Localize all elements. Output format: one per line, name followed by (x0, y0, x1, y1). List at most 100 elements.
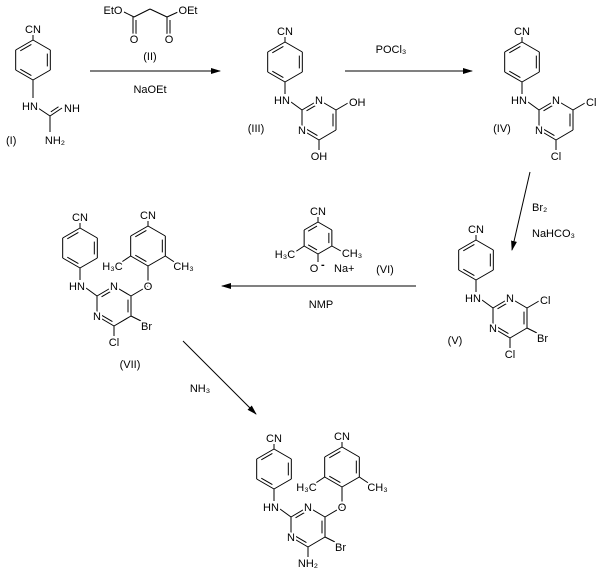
ether-bond (130, 285, 149, 297)
methyl-bond (359, 476, 369, 484)
pyrimidine-ring (555, 129, 574, 141)
nitrile-label: CN (468, 224, 484, 236)
methyl-bond (121, 255, 131, 263)
dimethylphenyl-ring (324, 446, 343, 458)
cyanophenyl-ring (256, 448, 275, 460)
cyanophenyl-ring (284, 71, 303, 83)
methyl-bond (294, 245, 305, 253)
amine-nh-label: HN (274, 95, 290, 107)
pyrimidine-n1-label: N (489, 323, 497, 335)
cyanophenyl-ring (267, 41, 286, 53)
reagent-nmp: NMP (309, 299, 333, 311)
dimethylphenoxide-ring-inner (307, 244, 318, 251)
bonds (15, 8, 586, 557)
dimethylphenoxide-ring (317, 221, 333, 231)
cyanophenyl-ring (79, 257, 98, 269)
amine-nh2-label: NH₂ (45, 135, 65, 147)
compound-label-VII: (VII) (120, 359, 141, 371)
nitrile-label: CN (140, 210, 156, 222)
amine-bond (527, 101, 540, 111)
pyrimidine-ring (307, 506, 326, 518)
methyl-label: CH₃ (367, 482, 387, 494)
c5-substituent-label: Br (335, 542, 346, 554)
cyanophenyl-ring (458, 239, 477, 251)
substituent-bond (335, 102, 349, 111)
amine-bond (279, 508, 292, 518)
nitrile-label: CN (25, 24, 41, 36)
phenoxide-o-label: O (310, 263, 319, 275)
pyrimidine-ring-inner (306, 128, 318, 137)
cyanophenyl-ring (79, 227, 98, 239)
pyrimidine-ring-inner (306, 103, 318, 112)
pyrimidine-n1-label: N (93, 311, 101, 323)
bond (149, 8, 168, 18)
cyanophenyl-ring (284, 41, 303, 53)
compound-label-V: (V) (448, 335, 463, 347)
amine-bond (85, 287, 98, 297)
pyrimidine-ring (555, 99, 574, 111)
cyanophenyl-ring (475, 269, 494, 281)
guanidine-bond (37, 107, 51, 117)
methyl-label: H₃C (102, 261, 122, 273)
nitrile-label: CN (514, 26, 530, 38)
pyrimidine-ring-inner (497, 301, 509, 310)
pyrimidine-ring (113, 285, 132, 297)
imine-bond (49, 107, 63, 117)
dimethylphenyl-ring (147, 255, 166, 267)
dimethylphenyl-ring (130, 225, 149, 237)
cyanophenyl-ring (521, 71, 540, 83)
pyrimidine-n1-label: N (287, 532, 295, 544)
c5-substituent-label: Br (537, 333, 548, 345)
cyanophenyl-ring-inner (261, 477, 273, 486)
c6-substituent-label: Cl (505, 349, 515, 361)
pyrimidine-ring (509, 327, 528, 339)
pyrimidine-n1-label: N (535, 125, 543, 137)
cyanophenyl-ring (458, 269, 477, 281)
compound-label-IV: (IV) (493, 123, 511, 135)
carbonyl-o-label: O (165, 34, 174, 46)
nitrile-label: CN (310, 206, 326, 218)
cyanophenyl-ring (267, 71, 286, 83)
ether-oxygen-label: O (144, 281, 153, 293)
cyanophenyl-ring (256, 478, 275, 490)
cyanophenyl-ring-inner (20, 43, 32, 52)
reagent-br2: Br₂ (532, 202, 547, 214)
substituent-bond (130, 315, 142, 322)
c6-substituent-label: NH₂ (298, 558, 318, 570)
dimethylphenyl-ring (130, 255, 149, 267)
substituent-bond (526, 327, 538, 334)
cyanophenyl-ring-inner (463, 243, 475, 252)
c6-substituent-label: Cl (109, 337, 119, 349)
nitrile-label: CN (334, 431, 350, 443)
reagent-nh3: NH₃ (190, 383, 210, 395)
c6-substituent-label: Cl (551, 151, 561, 163)
reagent-pocl3: POCl₃ (376, 44, 407, 56)
pyrimidine-ring-inner (295, 510, 307, 519)
ether-oxygen-label: O (338, 502, 347, 514)
amine-nh-label: HN (263, 502, 279, 514)
methyl-bond (315, 476, 325, 484)
pyrimidine-ring (492, 297, 511, 309)
sodium-label: Na+ (334, 263, 355, 275)
dimethylphenoxide-ring (317, 245, 333, 255)
cyanophenyl-ring-inner (67, 256, 79, 265)
nitrile-label: CN (72, 212, 88, 224)
cyanophenyl-ring (62, 227, 81, 239)
dimethylphenyl-ring-inner (135, 254, 147, 263)
cyanophenyl-ring (504, 71, 523, 83)
pyrimidine-ring (96, 285, 115, 297)
arrow-step3 (511, 171, 531, 251)
pyrimidine-ring (301, 129, 320, 141)
pyrimidine-ring (318, 99, 337, 111)
dimethylphenyl-ring (324, 476, 343, 488)
pyrimidine-ring (492, 327, 511, 339)
cyanophenyl-ring (15, 39, 34, 51)
c4-substituent-label: Cl (540, 295, 550, 307)
substituent-bond (572, 102, 586, 111)
reagent-nahco3: NaHCO₃ (532, 228, 575, 240)
methyl-label: CH₃ (173, 261, 193, 273)
cyanophenyl-ring-inner (261, 452, 273, 461)
ester-bond (166, 11, 179, 18)
